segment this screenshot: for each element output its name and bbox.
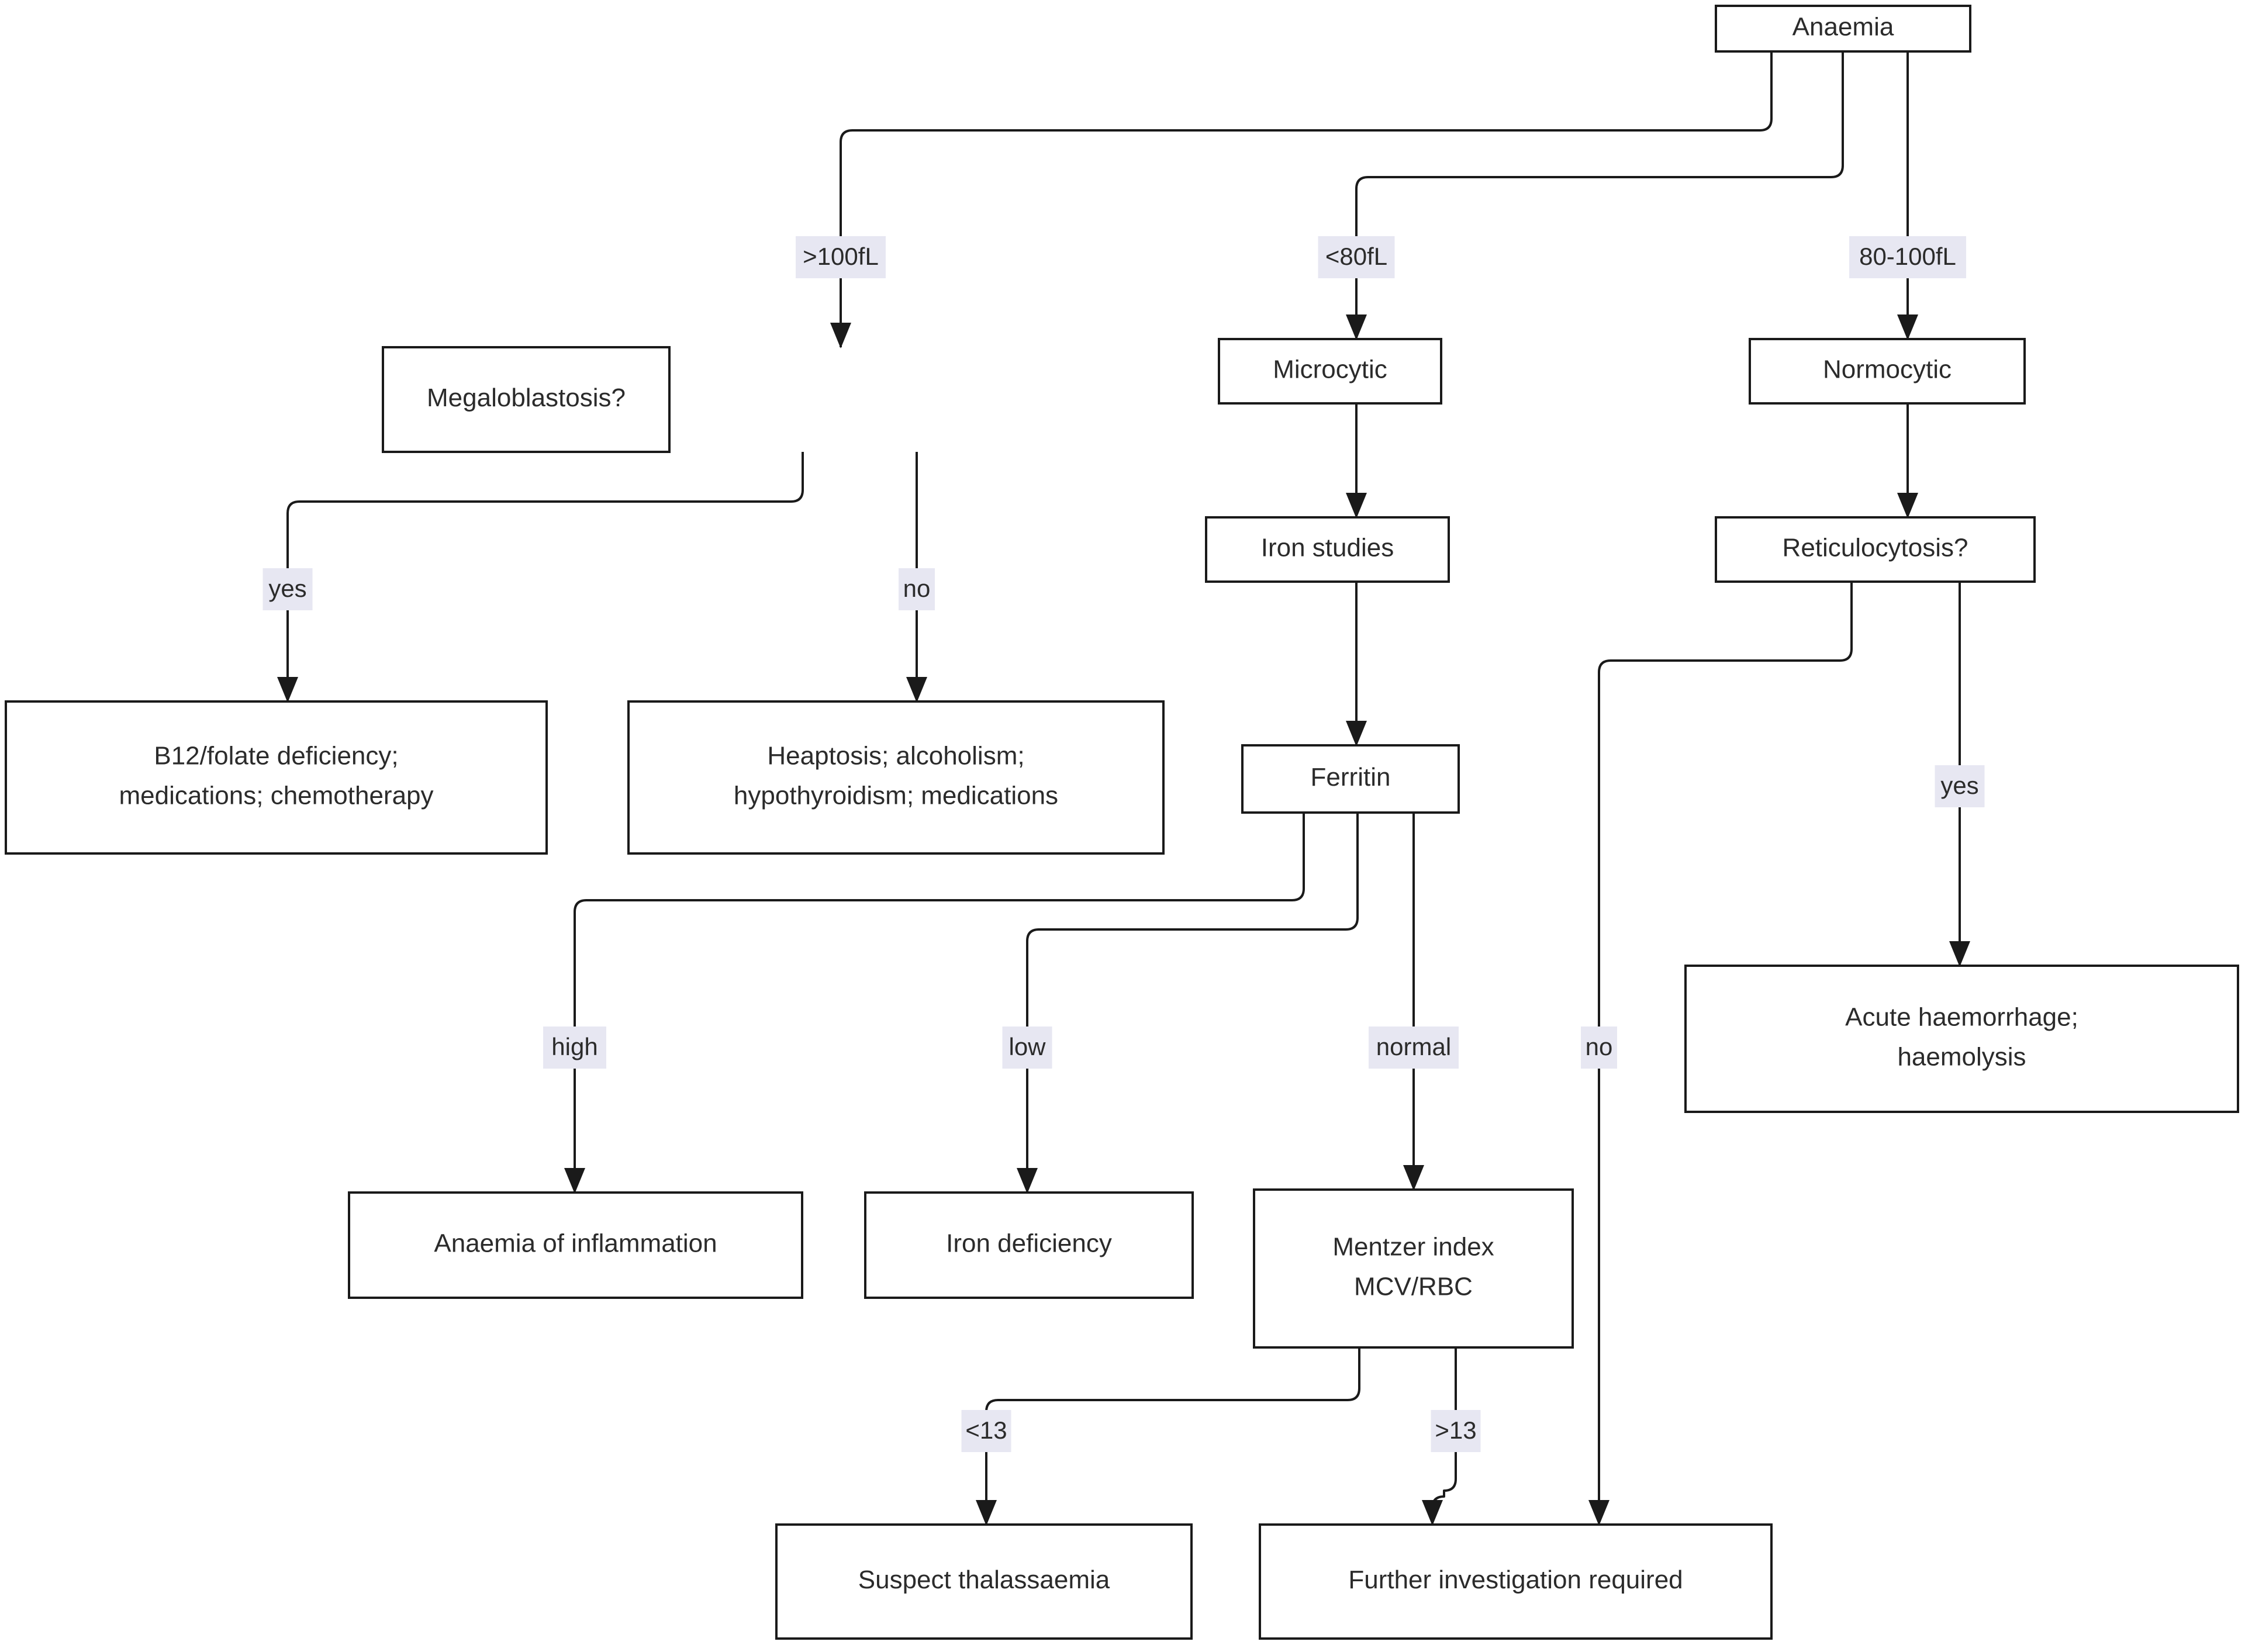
node-inflammation[interactable]: Anaemia of inflammation bbox=[348, 1191, 803, 1299]
node-label-line: Further investigation required bbox=[1348, 1565, 1683, 1594]
edge-label-background bbox=[1935, 765, 1985, 807]
node-iron_studies[interactable]: Iron studies bbox=[1205, 516, 1450, 583]
edge-ferritin-to-iron_def bbox=[1017, 813, 1359, 1194]
node-label-line: Ferritin bbox=[1311, 763, 1391, 792]
node-box bbox=[1218, 338, 1442, 405]
edge-label-background bbox=[543, 1027, 606, 1069]
edge-label-ferritin-to-iron_def: low bbox=[1002, 1027, 1052, 1069]
edge-label-megaloblastosis-to-heaptosis: no bbox=[899, 568, 935, 610]
edge-label-text: <80fL bbox=[1325, 243, 1387, 270]
node-box bbox=[1259, 1523, 1773, 1640]
edge-label-anaemia-to-normocytic: 80-100fL bbox=[1849, 236, 1966, 278]
edge-label-anaemia-to-microcytic: <80fL bbox=[1318, 236, 1395, 278]
edge-label-background bbox=[1369, 1027, 1459, 1069]
node-label-line: B12/folate deficiency; bbox=[154, 742, 398, 770]
edge-label-text: normal bbox=[1376, 1033, 1451, 1060]
edge-label-background bbox=[1431, 1410, 1481, 1452]
edge-label-background bbox=[1318, 236, 1395, 278]
node-box bbox=[1715, 5, 1971, 53]
edge-label-text: no bbox=[903, 575, 931, 602]
edge-mentzer-to-thalassaemia bbox=[976, 1347, 1360, 1526]
node-box bbox=[627, 700, 1165, 855]
edge-reticulocytosis-to-further bbox=[1588, 582, 1853, 1526]
edge-mentzer-to-further bbox=[1422, 1347, 1457, 1526]
node-box bbox=[1253, 1188, 1574, 1349]
node-label-line: haemolysis bbox=[1897, 1043, 2026, 1072]
node-label-line: Megaloblastosis? bbox=[427, 383, 626, 412]
edge-label-anaemia-to-megaloblastosis: >100fL bbox=[796, 236, 886, 278]
node-label-line: Iron studies bbox=[1261, 534, 1394, 562]
node-box bbox=[1749, 338, 2026, 405]
edge-label-text: <13 bbox=[965, 1416, 1007, 1444]
edge-anaemia-to-megaloblastosis bbox=[830, 51, 1773, 348]
edge-label-mentzer-to-further: >13 bbox=[1431, 1410, 1481, 1452]
edge-label-ferritin-to-mentzer: normal bbox=[1369, 1027, 1459, 1069]
node-anaemia[interactable]: Anaemia bbox=[1715, 5, 1971, 53]
node-megaloblastosis[interactable]: Megaloblastosis? bbox=[382, 346, 671, 453]
node-iron_def[interactable]: Iron deficiency bbox=[864, 1191, 1194, 1299]
node-box bbox=[1684, 965, 2239, 1113]
node-further[interactable]: Further investigation required bbox=[1259, 1523, 1773, 1640]
edge-label-text: 80-100fL bbox=[1859, 243, 1956, 270]
edge-label-text: yes bbox=[268, 575, 306, 602]
node-label-line: Microcytic bbox=[1273, 355, 1387, 384]
edge-label-text: yes bbox=[1940, 772, 1978, 799]
edge-label-reticulocytosis-to-further: no bbox=[1581, 1027, 1617, 1069]
node-box bbox=[348, 1191, 803, 1299]
node-box bbox=[5, 700, 548, 855]
edge-label-text: >100fL bbox=[803, 243, 879, 270]
node-label-line: medications; chemotherapy bbox=[119, 782, 433, 810]
node-microcytic[interactable]: Microcytic bbox=[1218, 338, 1442, 405]
node-acute_haem[interactable]: Acute haemorrhage; haemolysis bbox=[1684, 965, 2239, 1113]
edge-label-megaloblastosis-to-b12: yes bbox=[263, 568, 313, 610]
edges-layer bbox=[277, 51, 1970, 1526]
node-box bbox=[1205, 516, 1450, 583]
edge-label-mentzer-to-thalassaemia: <13 bbox=[961, 1410, 1011, 1452]
node-label-line: MCV/RBC bbox=[1354, 1273, 1473, 1301]
node-label-line: Anaemia of inflammation bbox=[434, 1229, 717, 1258]
edge-label-text: no bbox=[1586, 1033, 1613, 1060]
node-normocytic[interactable]: Normocytic bbox=[1749, 338, 2026, 405]
edge-label-background bbox=[1581, 1027, 1617, 1069]
edge-label-reticulocytosis-to-acute_haem: yes bbox=[1935, 765, 1985, 807]
edge-label-background bbox=[1002, 1027, 1052, 1069]
node-box bbox=[382, 346, 671, 453]
edge-label-background bbox=[961, 1410, 1011, 1452]
node-label-line: Acute haemorrhage; bbox=[1845, 1003, 2078, 1032]
edge-label-text: >13 bbox=[1435, 1416, 1476, 1444]
edge-label-background bbox=[899, 568, 935, 610]
node-box bbox=[864, 1191, 1194, 1299]
node-label-line: Suspect thalassaemia bbox=[858, 1565, 1110, 1594]
node-box bbox=[1715, 516, 2036, 583]
edge-anaemia-to-microcytic bbox=[1346, 51, 1844, 340]
edge-label-ferritin-to-inflammation: high bbox=[543, 1027, 606, 1069]
edge-label-background bbox=[263, 568, 313, 610]
edge-label-text: high bbox=[551, 1033, 597, 1060]
node-label-line: Anaemia bbox=[1792, 13, 1894, 42]
edge-megaloblastosis-to-b12 bbox=[277, 452, 804, 703]
node-b12[interactable]: B12/folate deficiency; medications; chemo… bbox=[5, 700, 548, 855]
edge-label-background bbox=[1849, 236, 1966, 278]
node-heaptosis[interactable]: Heaptosis; alcoholism; hypothyroidism; me… bbox=[627, 700, 1165, 855]
node-thalassaemia[interactable]: Suspect thalassaemia bbox=[775, 1523, 1193, 1640]
node-label-line: Heaptosis; alcoholism; bbox=[767, 742, 1024, 770]
node-label-line: Iron deficiency bbox=[946, 1229, 1112, 1258]
edge-ferritin-to-inflammation bbox=[564, 813, 1305, 1194]
node-label-line: Normocytic bbox=[1823, 355, 1952, 384]
node-box bbox=[1241, 744, 1460, 814]
node-ferritin[interactable]: Ferritin bbox=[1241, 744, 1460, 814]
node-label-line: Reticulocytosis? bbox=[1783, 534, 1968, 562]
node-label-line: hypothyroidism; medications bbox=[734, 782, 1058, 810]
node-reticulocytosis[interactable]: Reticulocytosis? bbox=[1715, 516, 2036, 583]
edge-labels-layer: >100fL <80fL 80-100fL yes no yes no high low norm… bbox=[263, 236, 1985, 1452]
node-box bbox=[775, 1523, 1193, 1640]
node-label-line: Mentzer index bbox=[1332, 1233, 1494, 1262]
edge-label-text: low bbox=[1008, 1033, 1046, 1060]
edge-label-background bbox=[796, 236, 886, 278]
